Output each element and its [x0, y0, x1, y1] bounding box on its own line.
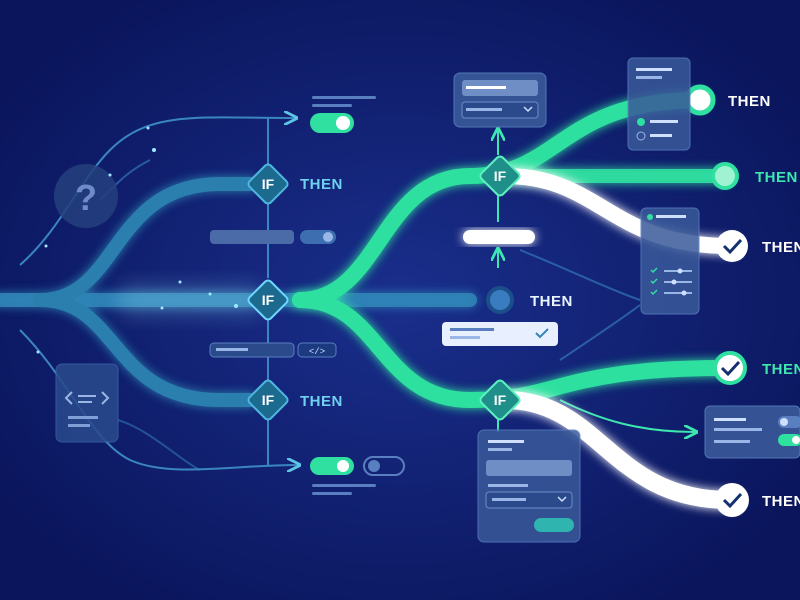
trunk-sparkle	[120, 285, 260, 315]
help-bubble[interactable]: ?	[54, 164, 118, 228]
dropdown-icon	[523, 106, 533, 113]
endpoint-node-3[interactable]	[716, 230, 748, 262]
endpoint-node-1[interactable]	[684, 84, 716, 116]
list-check-icon	[636, 131, 646, 141]
if-label: IF	[494, 168, 507, 184]
endpoint-node-2[interactable]	[711, 162, 739, 190]
toggle-icon[interactable]	[363, 456, 405, 476]
check-icon	[720, 360, 741, 377]
if-node-4[interactable]: IF	[479, 155, 521, 197]
connector-check-panel-a	[519, 249, 641, 301]
branch-lower	[33, 293, 257, 407]
code-icon	[64, 391, 110, 405]
then-label: THEN	[755, 169, 798, 186]
toggle-icon[interactable]	[778, 416, 800, 446]
endpoint-nodes	[486, 84, 749, 517]
connector-code-card	[117, 419, 201, 471]
if-node-5[interactable]: IF	[479, 379, 521, 421]
decision-nodes: IF IF IF IF IF	[247, 155, 521, 421]
then-label: THEN	[300, 393, 343, 410]
if-node-2[interactable]: IF	[247, 279, 289, 321]
connector-check-panel-b	[559, 304, 641, 361]
green-branch-bottom	[292, 292, 733, 409]
toggle-icon[interactable]	[310, 113, 354, 133]
form-card[interactable]	[477, 429, 581, 543]
endpoint-node-mid[interactable]	[486, 286, 514, 314]
check-icon	[722, 238, 743, 255]
placeholder-line	[312, 104, 352, 107]
placeholder-bar	[210, 230, 294, 244]
code-tag-chip[interactable]: </>	[297, 342, 337, 358]
placeholder-line	[312, 96, 376, 99]
connector-top-left	[19, 117, 295, 266]
code-input-bar[interactable]	[209, 342, 295, 358]
if-label: IF	[494, 392, 507, 408]
list-check-icon	[637, 118, 645, 126]
check-icon	[722, 492, 743, 509]
dropdown-card-top[interactable]	[453, 72, 547, 128]
then-label: THEN	[728, 93, 771, 110]
branch-upper	[33, 177, 257, 307]
outcome-labels: THEN THEN THEN THEN THEN THEN THEN THEN	[300, 93, 800, 510]
endpoint-node-4[interactable]	[713, 351, 747, 385]
then-label: THEN	[300, 176, 343, 193]
toggle-icon[interactable]	[300, 230, 336, 244]
code-icon: </>	[309, 347, 325, 357]
connector-right-card	[559, 399, 695, 432]
highlight-pill[interactable]	[463, 230, 535, 244]
toggle-card[interactable]	[704, 405, 800, 459]
code-card[interactable]	[55, 363, 119, 443]
placeholder-line	[312, 492, 352, 495]
then-label: THEN	[762, 493, 800, 510]
endpoint-node-5[interactable]	[715, 483, 749, 517]
sparkles	[36, 126, 238, 354]
toggle-icon[interactable]	[310, 457, 354, 475]
if-node-1[interactable]: IF	[247, 163, 289, 205]
question-icon: ?	[75, 177, 97, 218]
form-submit-button[interactable]	[534, 518, 574, 532]
if-label: IF	[262, 176, 275, 192]
if-label: IF	[262, 292, 275, 308]
green-branch-top	[292, 92, 708, 308]
check-icon	[535, 328, 549, 339]
then-label: THEN	[762, 239, 800, 256]
list-check-icon	[650, 267, 692, 296]
checklist-panel[interactable]	[640, 207, 700, 315]
dropdown-icon	[557, 496, 567, 503]
if-label: IF	[262, 392, 275, 408]
then-label: THEN	[530, 293, 573, 310]
then-label: THEN	[762, 361, 800, 378]
placeholder-line	[312, 484, 376, 487]
check-card[interactable]	[442, 322, 558, 346]
list-card-top-right[interactable]	[627, 57, 691, 151]
if-node-3[interactable]: IF	[247, 379, 289, 421]
white-branch-lower	[496, 391, 739, 509]
